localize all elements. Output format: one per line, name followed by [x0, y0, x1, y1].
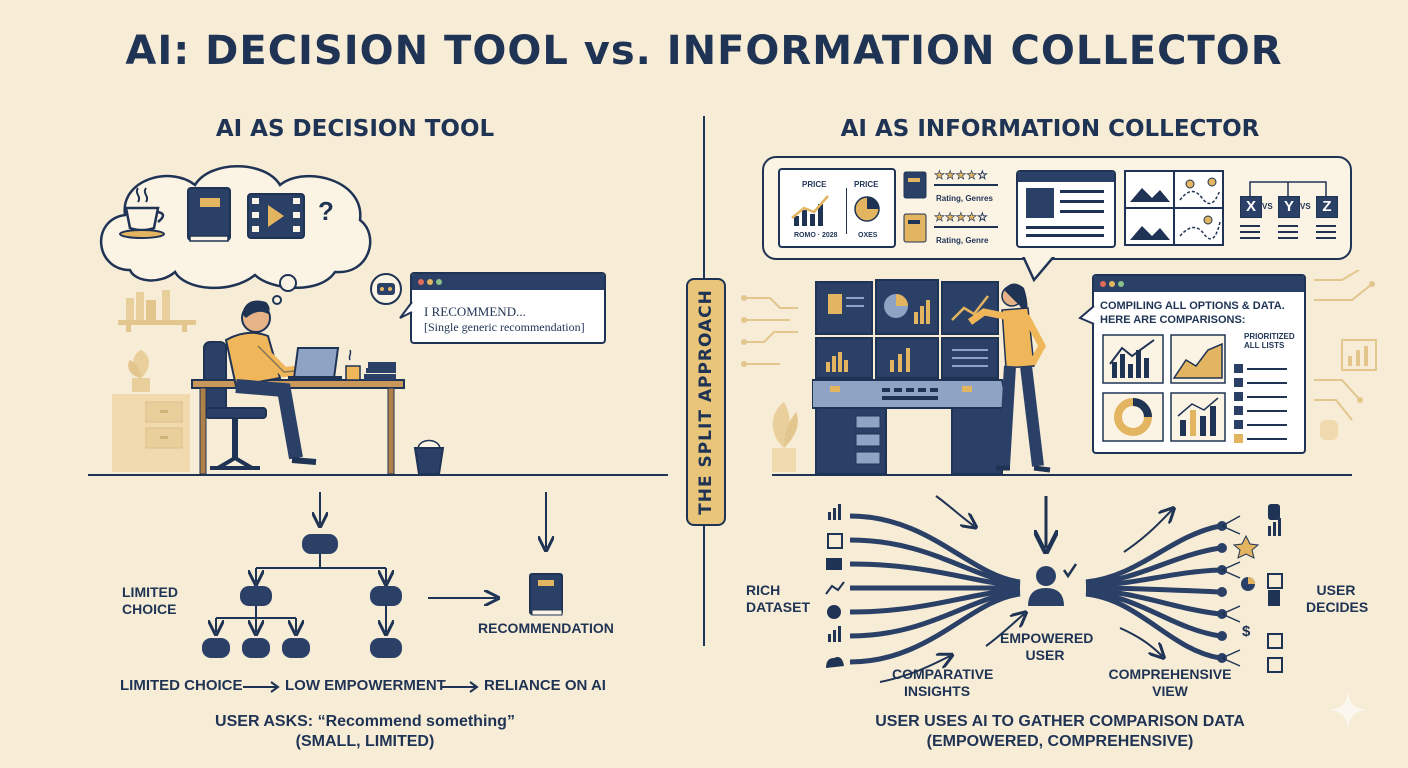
priority-checklist [1234, 360, 1287, 444]
panel-line-chart-icon [1102, 334, 1164, 384]
comparison-connector [1249, 181, 1327, 196]
chat-line-1: I RECOMMEND... [424, 304, 526, 319]
star-rating-1: ★★★★☆ [934, 168, 988, 183]
compare-z-box: Z [1316, 196, 1338, 218]
bubble-tail [1020, 254, 1058, 283]
robot-icon [370, 273, 402, 305]
panel-tail [1078, 305, 1095, 325]
ratings-card: ★★★★☆ Rating, Genres ★★★★☆ Rating, Genre [902, 168, 1002, 248]
plant-decoration-right [772, 402, 798, 472]
panel-title-bar [1094, 276, 1304, 292]
compare-vs-1: VS [1262, 202, 1273, 211]
left-caption-line-1: USER ASKS: “Recommend something” [215, 713, 515, 730]
flow-arrow-1 [243, 681, 280, 693]
profile-browser-card [1016, 170, 1116, 248]
rated-book-icon-2 [903, 213, 927, 243]
video-player-icon [247, 193, 305, 239]
price-label-1: PRICE [802, 180, 827, 189]
panel-area-chart-icon [1170, 334, 1226, 384]
panel-line-1: COMPILING ALL OPTIONS & DATA. [1100, 300, 1285, 312]
right-caption-line-1: USER USES AI TO GATHER COMPARISON DATA [875, 713, 1245, 730]
trash-bin-icon [413, 439, 445, 475]
flow-step-reliance-on-ai: RELIANCE ON AI [484, 677, 606, 694]
comprehensive-view-label: COMPREHENSIVE VIEW [1108, 666, 1232, 699]
rating-label-1: Rating, Genres [936, 194, 993, 203]
left-heading: AI AS DECISION TOOL [215, 116, 495, 142]
rich-dataset-label: RICH DATASET [746, 582, 811, 615]
rating-label-2: Rating, Genre [936, 236, 989, 245]
filing-cabinet-decoration [112, 394, 190, 472]
book-icon [187, 187, 231, 242]
right-ground-line [772, 474, 1352, 476]
coffee-cup-icon [119, 187, 165, 239]
star-rating-2: ★★★★☆ [934, 210, 988, 225]
left-caption-line-2: (SMALL, LIMITED) [295, 733, 435, 750]
price-bar-chart-icon [791, 195, 829, 226]
right-heading: AI AS INFORMATION COLLECTOR [840, 116, 1260, 142]
circuit-decoration-left [741, 295, 798, 367]
chat-line-2: [Single generic recommendation] [424, 320, 585, 334]
user-decides-label: USER DECIDES [1306, 582, 1369, 615]
card-axis-label-2: OXES [858, 232, 878, 239]
panel-donut-chart-icon [1102, 392, 1164, 442]
split-approach-badge: THE SPLIT APPROACH [686, 278, 726, 526]
card-axis-label-1: ROMO · 2028 [794, 232, 838, 239]
price-pie-icon [854, 196, 880, 222]
window-title-bar [412, 274, 604, 290]
svg-text:$: $ [1242, 623, 1251, 640]
left-ground-line [88, 474, 668, 476]
price-label-2: PRICE [854, 180, 879, 189]
question-mark: ? [318, 196, 334, 226]
recommendation-book-icon [529, 573, 563, 616]
right-caption-line-2: (EMPOWERED, COMPREHENSIVE) [926, 733, 1194, 750]
plant-decoration [128, 350, 150, 392]
split-approach-label: THE SPLIT APPROACH [696, 289, 716, 515]
panel-bar-chart-icon [1170, 392, 1226, 442]
card-title-bar [1018, 172, 1114, 182]
recommendation-label: RECOMMENDATION [478, 620, 614, 636]
flow-step-low-empowerment: LOW EMPOWERMENT [285, 677, 446, 694]
compare-y-box: Y [1278, 196, 1300, 218]
rated-book-icon-1 [903, 171, 927, 199]
sparkle-icon [1330, 692, 1366, 728]
compare-vs-2: VS [1300, 202, 1311, 211]
comparative-insights-label: COMPARATIVE INSIGHTS [892, 666, 994, 699]
compiling-options-panel: COMPILING ALL OPTIONS & DATA. HERE ARE C… [1092, 274, 1306, 454]
data-flow-diagram: $ [825, 495, 1283, 683]
compare-x-box: X [1240, 196, 1262, 218]
flow-arrow-2 [442, 681, 479, 693]
flow-step-limited-choice: LIMITED CHOICE [120, 677, 243, 694]
empowered-user-label: EMPOWERED USER [1000, 630, 1094, 663]
limited-choice-tree [202, 492, 630, 658]
circuit-decoration-right [1314, 270, 1377, 440]
chat-tail [399, 301, 413, 319]
page-title: AI: DECISION TOOL vs. INFORMATION COLLEC… [125, 28, 1283, 74]
person-at-desk-illustration [191, 300, 405, 475]
map-grid-card [1124, 170, 1224, 246]
price-chart-card: PRICE PRICE ROMO · 2028 OXES [778, 168, 896, 248]
limited-choice-label: LIMITED CHOICE [122, 584, 178, 617]
compare-list-lines [1240, 225, 1336, 239]
bookshelf-decoration [118, 290, 196, 332]
panel-line-2: HERE ARE COMPARISONS: [1100, 314, 1246, 326]
recommendation-chat-window: I RECOMMEND... [Single generic recommend… [410, 272, 606, 344]
control-console-illustration [812, 279, 1051, 475]
panel-side-label: PRIORITIZED ALL LISTS [1244, 332, 1295, 350]
